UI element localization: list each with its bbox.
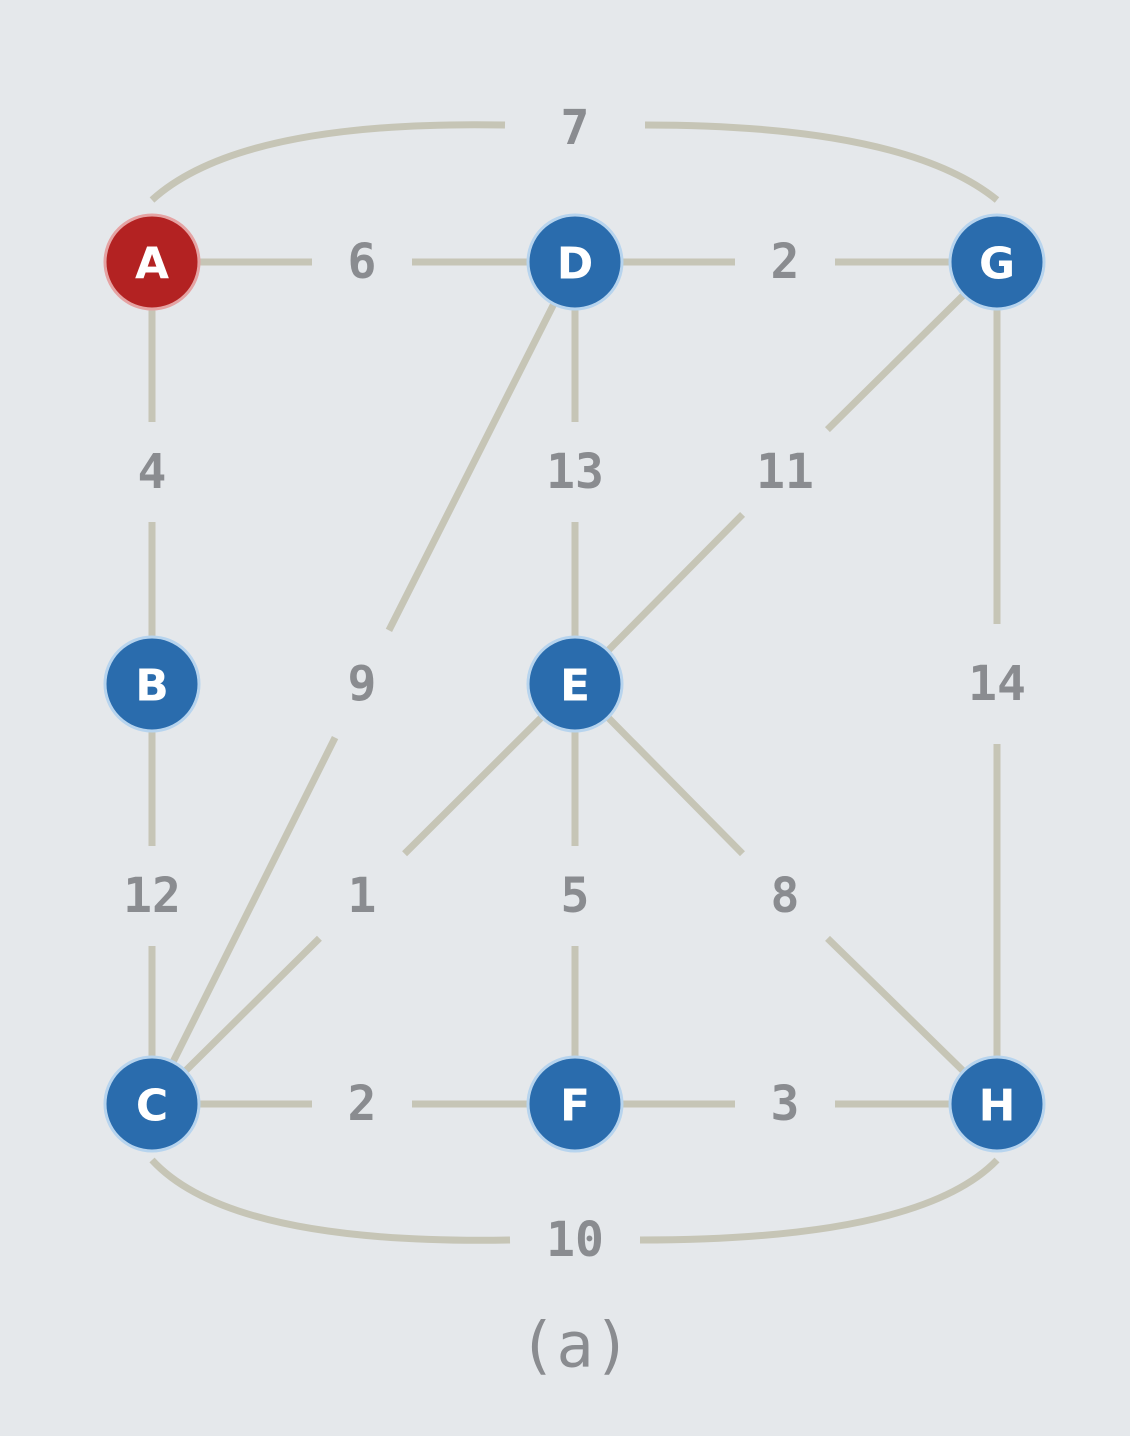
node-label-a: A (135, 239, 169, 290)
edge-weight-g-h: 14 (968, 656, 1026, 712)
node-d: D (526, 213, 624, 311)
node-circle-a (103, 213, 201, 311)
node-circle-b (103, 635, 201, 733)
edge-weight-e-h: 8 (771, 868, 800, 924)
caption: (a) (519, 1309, 631, 1382)
node-circle-g (948, 213, 1046, 311)
edge-weight-a-b: 4 (138, 444, 167, 500)
node-e: E (526, 635, 624, 733)
node-circle-e (526, 635, 624, 733)
edge-weight-a-g: 7 (561, 100, 590, 156)
edge-weight-g-e: 11 (756, 444, 814, 500)
node-label-c: C (136, 1081, 168, 1132)
edge-weight-c-f: 2 (348, 1076, 377, 1132)
node-circle-f (526, 1055, 624, 1153)
edge-a-g (149, 121, 1000, 203)
node-a: A (103, 213, 201, 311)
node-h: H (948, 1055, 1046, 1153)
edge-weight-f-h: 3 (771, 1076, 800, 1132)
edge-weight-d-c: 9 (348, 656, 377, 712)
weights-group: 6 2 7 4 13 11 9 14 12 1 5 8 2 3 10 (123, 100, 1026, 1268)
edge-weight-d-e: 13 (546, 444, 604, 500)
edge-weight-d-g: 2 (771, 234, 800, 290)
node-circle-h (948, 1055, 1046, 1153)
node-label-e: E (560, 661, 590, 712)
node-c: C (103, 1055, 201, 1153)
node-f: F (526, 1055, 624, 1153)
edge-c-h (149, 1157, 1000, 1244)
edge-d-c (148, 260, 579, 1106)
node-circle-d (526, 213, 624, 311)
edge-weight-e-c: 1 (348, 868, 377, 924)
node-label-h: H (979, 1081, 1016, 1132)
edge-weight-b-c: 12 (123, 868, 181, 924)
node-label-b: B (135, 661, 169, 712)
node-circle-c (103, 1055, 201, 1153)
edge-weight-e-f: 5 (561, 868, 590, 924)
node-b: B (103, 635, 201, 733)
nodes-group: A B C D E F G H (103, 213, 1046, 1153)
node-label-f: F (560, 1081, 590, 1132)
edge-weight-c-h: 10 (546, 1212, 604, 1268)
node-label-g: G (979, 239, 1015, 290)
node-g: G (948, 213, 1046, 311)
edge-weight-a-d: 6 (348, 234, 377, 290)
node-label-d: D (557, 239, 594, 290)
